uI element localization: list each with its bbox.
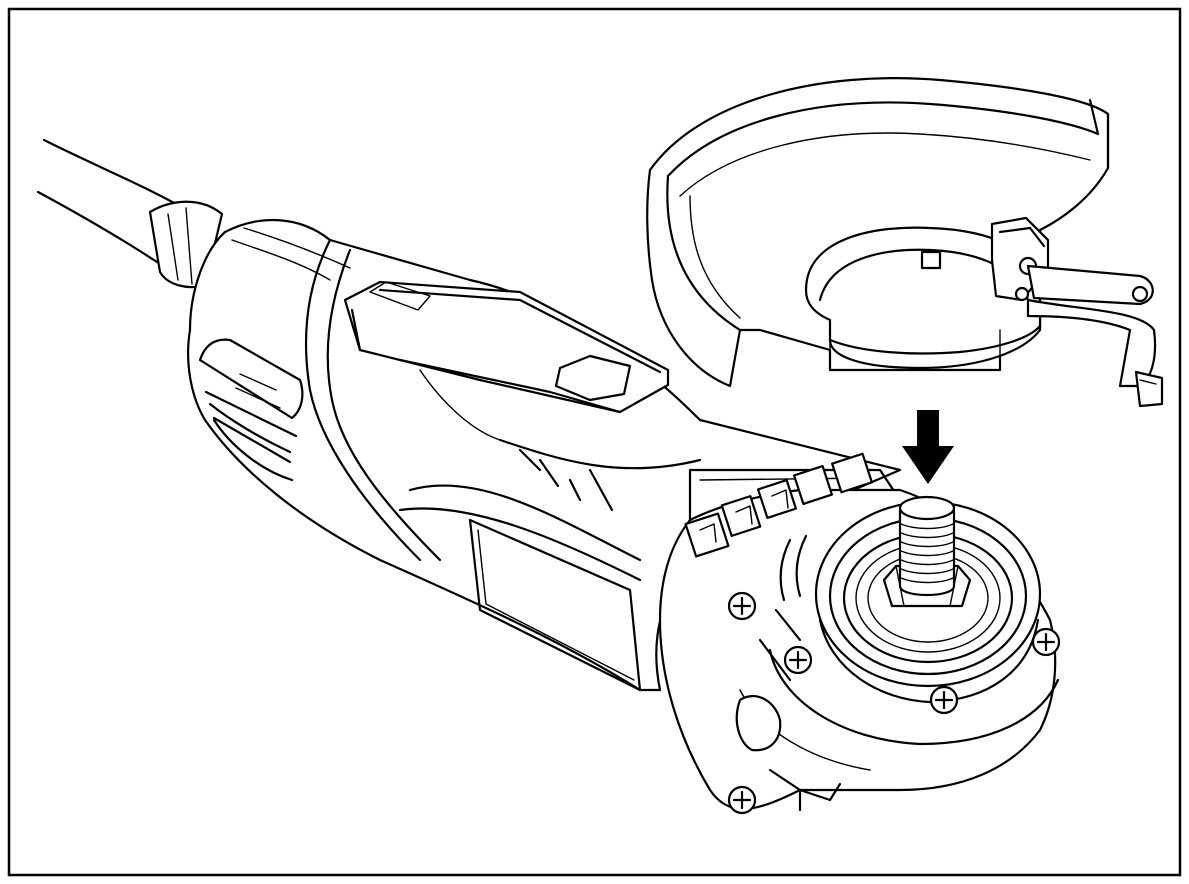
switch-button	[343, 280, 670, 441]
spindle	[882, 495, 972, 608]
clamp-lever	[990, 216, 1164, 408]
screw	[783, 645, 813, 675]
screw	[1031, 627, 1061, 657]
guard-cover	[646, 77, 1164, 408]
rear-vent	[198, 338, 304, 482]
screw-group	[727, 591, 1061, 815]
screw	[929, 685, 959, 715]
screw	[727, 591, 757, 621]
spindle-thread	[900, 523, 954, 584]
direction-arrow-icon	[902, 410, 954, 484]
screw	[727, 785, 757, 815]
head-vents	[684, 452, 873, 558]
